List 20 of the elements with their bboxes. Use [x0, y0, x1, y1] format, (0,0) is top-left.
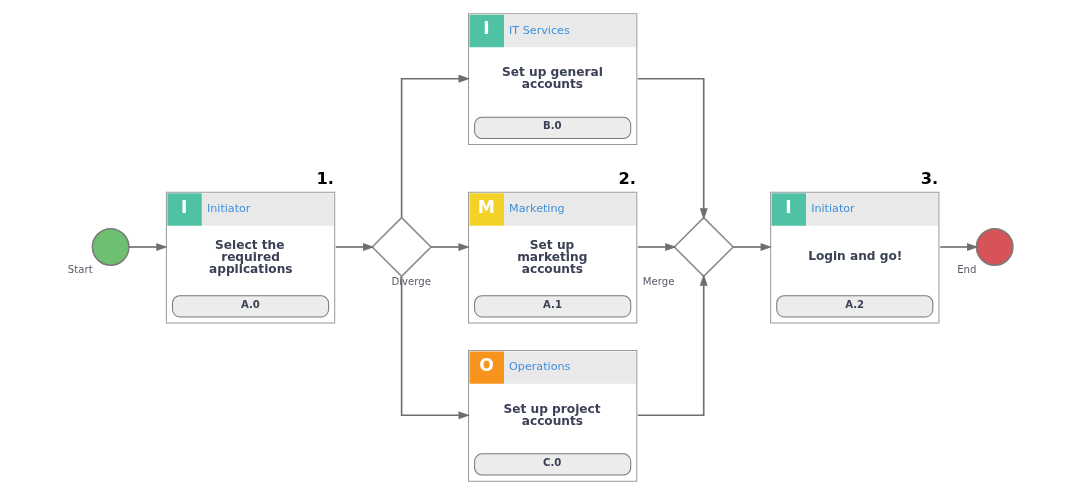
arrow: [429, 243, 470, 251]
node-label: 1.: [315, 168, 334, 188]
node-label: 3.: [920, 168, 938, 188]
node-label: Start: [67, 264, 93, 276]
node-diamond: [672, 216, 734, 278]
node-label: Merge: [642, 275, 674, 287]
node-circle: [975, 228, 1014, 266]
arrow: [127, 243, 168, 251]
node-label: End: [956, 264, 976, 276]
arrow: [636, 77, 708, 220]
node-label: 2.: [618, 168, 636, 188]
arrow: [731, 243, 772, 251]
arrow: [636, 274, 708, 417]
node-diamond: [370, 216, 432, 278]
arrow: [938, 243, 978, 251]
node-circle: [91, 228, 130, 266]
arrow: [636, 243, 677, 251]
arrow: [400, 275, 470, 420]
arrow: [334, 243, 374, 251]
arrow: [400, 74, 470, 219]
